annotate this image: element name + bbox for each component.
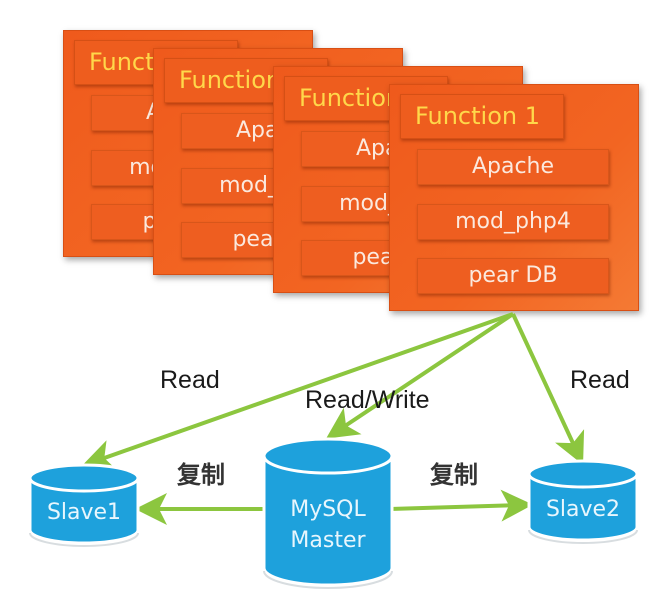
read-label-right: Read bbox=[570, 366, 630, 394]
server-title: Function 1 bbox=[400, 94, 564, 139]
slave1-database-icon: Slave1 bbox=[28, 463, 140, 547]
server-item-mod-php: mod_php4 bbox=[417, 204, 609, 240]
master-label-line2: Master bbox=[290, 528, 366, 553]
replicate-label-left: 复制 bbox=[177, 461, 225, 489]
slave2-database-icon: Slave2 bbox=[527, 459, 639, 544]
slave2-label: Slave2 bbox=[546, 497, 620, 522]
server-box-1: Function 1 Apache mod_php4 pear DB bbox=[389, 84, 639, 311]
slave1-label: Slave1 bbox=[47, 500, 121, 525]
server-item-apache: Apache bbox=[417, 149, 609, 185]
master-database-icon: MySQL Master bbox=[262, 437, 394, 589]
master-label-line1: MySQL bbox=[290, 497, 366, 522]
arrow-readwrite-master bbox=[326, 312, 515, 439]
arrow-replicate-slave2 bbox=[389, 489, 533, 522]
server-item-pear-db: pear DB bbox=[417, 258, 609, 294]
arrow-read-slave1 bbox=[81, 312, 514, 471]
arrow-read-slave2 bbox=[511, 313, 585, 465]
replicate-label-right: 复制 bbox=[430, 461, 478, 489]
read-write-label: Read/Write bbox=[305, 386, 430, 414]
read-label-left: Read bbox=[160, 366, 220, 394]
